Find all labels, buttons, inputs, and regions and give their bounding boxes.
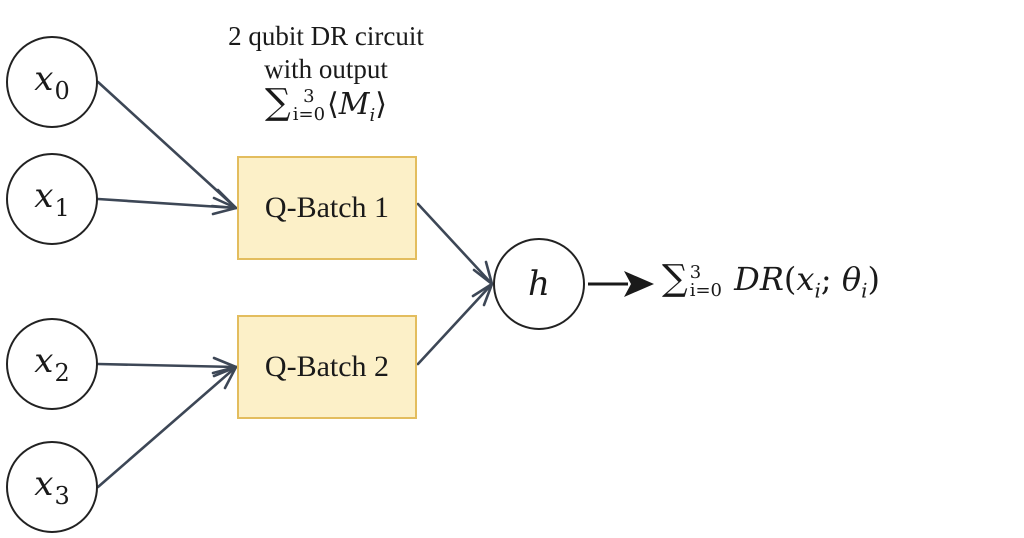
caption-line-1: 2 qubit DR circuit bbox=[228, 21, 424, 51]
sum-lower: i=0 bbox=[292, 104, 326, 125]
sum-upper: 3 bbox=[303, 86, 315, 107]
output-param-sub: i bbox=[861, 278, 868, 303]
hidden-var: h bbox=[528, 264, 550, 304]
sum-symbol: ∑ bbox=[662, 258, 688, 299]
edge-batch1-h bbox=[416, 202, 494, 286]
input-sub: 1 bbox=[54, 193, 70, 222]
sum-symbol: ∑ bbox=[265, 82, 291, 123]
caption-expr-sub: i bbox=[369, 105, 376, 126]
q-batch-1: Q-Batch 1 bbox=[237, 156, 417, 260]
output-arg: x bbox=[796, 260, 815, 298]
output-param: θ bbox=[841, 260, 862, 298]
input-node-x3: x3 bbox=[6, 441, 98, 533]
edge-x3-batch2 bbox=[96, 365, 238, 489]
input-sub: 2 bbox=[54, 358, 70, 387]
input-sub: 3 bbox=[54, 481, 70, 510]
input-node-x1: x1 bbox=[6, 153, 98, 245]
output-arg-sub: i bbox=[814, 278, 821, 303]
q-batch-label: Q-Batch 2 bbox=[264, 350, 390, 383]
edge-batch2-h bbox=[416, 282, 494, 366]
output-arrow bbox=[588, 271, 654, 297]
q-batch-label: Q-Batch 1 bbox=[264, 191, 390, 224]
caption-line-2: with output bbox=[264, 54, 388, 84]
input-sub: 0 bbox=[54, 76, 70, 105]
sum-upper: 3 bbox=[689, 261, 702, 283]
q-batch-2: Q-Batch 2 bbox=[237, 315, 417, 419]
input-node-x2: x2 bbox=[6, 318, 98, 410]
input-node-x0: x0 bbox=[6, 36, 98, 128]
edge-x1-batch1 bbox=[96, 196, 238, 216]
caption-expr-var: M bbox=[338, 87, 370, 122]
hidden-node-h: h bbox=[493, 238, 585, 330]
output-func: DR bbox=[734, 260, 784, 298]
input-var: x bbox=[34, 175, 54, 216]
sum-lower: i=0 bbox=[689, 279, 722, 301]
input-var: x bbox=[34, 58, 54, 99]
input-var: x bbox=[34, 340, 54, 381]
input-var: x bbox=[34, 463, 54, 504]
